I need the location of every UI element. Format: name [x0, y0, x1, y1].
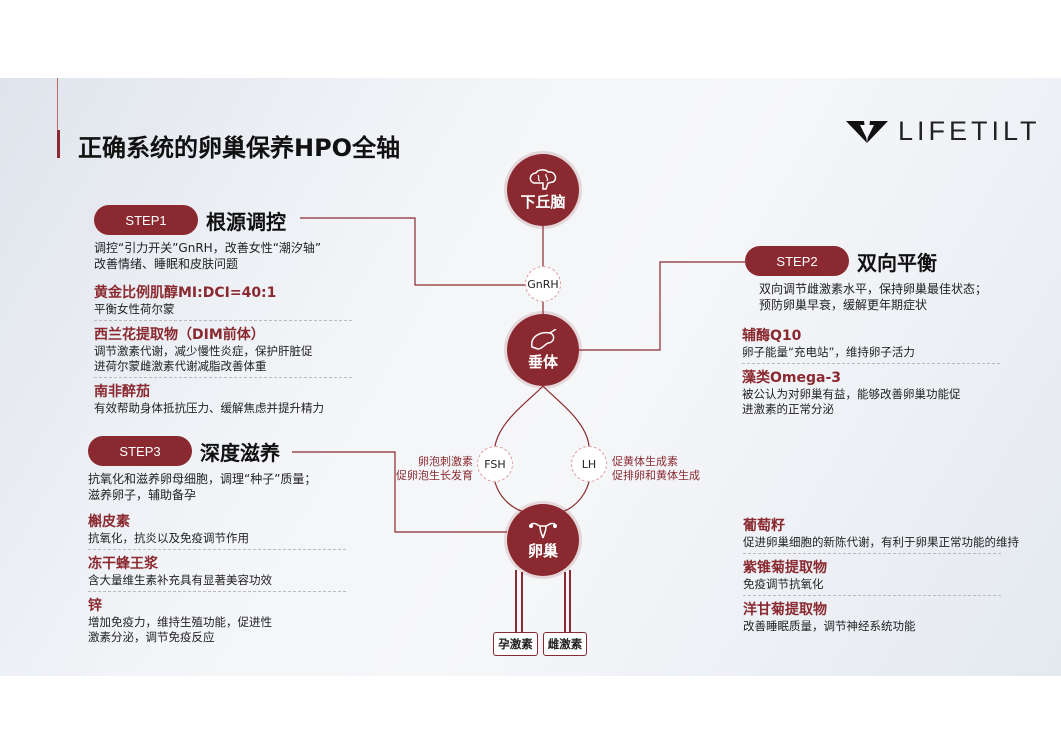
- ingredient-item: 葡萄籽促进卵巢细胞的新陈代谢，有利于卵果正常功能的维持: [743, 517, 1019, 554]
- ovary-output-lines: [515, 570, 571, 632]
- step2-section: STEP2 双向平衡 双向调节雌激素水平，保持卵巢最佳状态； 预防卵巢早衰，缓解更年…: [742, 246, 1000, 425]
- hypothalamus-label: 下丘脑: [520, 192, 566, 211]
- ingredient-desc: 有效帮助身体抵抗压力、缓解焦虑并提升精力: [94, 401, 324, 415]
- ingredient-item: 南非醉茄有效帮助身体抵抗压力、缓解焦虑并提升精力: [94, 383, 352, 419]
- gnrh-label: GnRH: [527, 277, 559, 291]
- ingredient-name: 辅酶Q10: [742, 328, 802, 344]
- ingredient-name: 洋甘菊提取物: [743, 602, 827, 618]
- pituitary-icon: [531, 328, 557, 350]
- step1-connector: [300, 217, 525, 286]
- desc-line: 双向调节雌激素水平，保持卵巢最佳状态；: [759, 282, 988, 296]
- ingredient-item: 紫锥菊提取物免疫调节抗氧化: [743, 559, 1001, 596]
- desc-line: 改善情绪、睡眠和皮肤问题: [94, 257, 239, 271]
- ingredient-desc: 调节激素代谢，减少慢性炎症，保护肝脏促: [94, 344, 313, 358]
- ingredient-item: 槲皮素抗氧化，抗炎以及免疫调节作用: [88, 513, 346, 550]
- ingredient-name: 紫锥菊提取物: [743, 560, 827, 576]
- ingredient-name: 冻干蜂王浆: [88, 556, 158, 572]
- fsh-desc-line: 卵泡刺激素: [418, 455, 473, 468]
- logo-text: LIFETILT: [898, 116, 1041, 146]
- page-title: 正确系统的卵巢保养HPO全轴: [78, 134, 401, 162]
- ovary-node: 卵巢: [507, 504, 579, 576]
- ingredient-name: 槲皮素: [88, 514, 130, 530]
- estrogen-box: 雌激素: [543, 632, 587, 656]
- step2-title: 双向平衡: [857, 250, 937, 275]
- fsh-ovary-line: [494, 481, 526, 513]
- lh-description: 促黄体生成素 促排卵和黄体生成: [612, 455, 700, 483]
- step2-description: 双向调节雌激素水平，保持卵巢最佳状态； 预防卵巢早衰，缓解更年期症状: [759, 281, 1000, 313]
- step2-pill: STEP2: [745, 246, 849, 276]
- hypothalamus-node: 下丘脑: [507, 154, 579, 226]
- fsh-node: FSH: [477, 446, 513, 482]
- ingredient-name: 锌: [88, 598, 102, 614]
- ingredient-desc: 进荷尔蒙雌激素代谢减脂改善体重: [94, 359, 267, 373]
- ingredient-desc: 抗氧化，抗炎以及免疫调节作用: [88, 531, 249, 545]
- desc-line: 抗氧化和滋养卵母细胞，调理“种子”质量；: [88, 472, 317, 486]
- step3-connector: [292, 451, 507, 533]
- step1-pill: STEP1: [94, 205, 198, 235]
- fsh-label: FSH: [484, 457, 506, 471]
- progesterone-box: 孕激素: [493, 632, 538, 656]
- step3-title: 深度滋养: [200, 440, 280, 465]
- ingredient-name: 藻类Omega-3: [742, 370, 842, 386]
- logo-icon: [846, 120, 888, 143]
- ingredient-item: 锌增加免疫力，维持生殖功能，促进性激素分泌，调节免疫反应: [88, 597, 346, 648]
- ingredient-item: 冻干蜂王浆含大量维生素补充具有显著美容功效: [88, 555, 346, 592]
- lh-desc-line: 促排卵和黄体生成: [612, 469, 700, 482]
- title-accent-bar: [57, 130, 60, 158]
- step1-description: 调控“引力开关”GnRH，改善女性“潮汐轴” 改善情绪、睡眠和皮肤问题: [94, 240, 352, 272]
- ingredient-name: 南非醉茄: [94, 384, 150, 400]
- ovary-label: 卵巢: [527, 541, 558, 560]
- title-accent-line: [57, 78, 58, 158]
- lh-ovary-line: [560, 481, 590, 513]
- logo: LIFETILT: [846, 116, 1041, 147]
- pituitary-fsh-line: [494, 385, 544, 447]
- fsh-desc-line: 促卵泡生长发育: [396, 469, 473, 482]
- step2-connector: [579, 261, 745, 351]
- pituitary-lh-line: [542, 385, 590, 447]
- lh-node: LH: [571, 446, 607, 482]
- ingredient-desc: 增加免疫力，维持生殖功能，促进性: [88, 615, 272, 629]
- pituitary-node: 垂体: [507, 314, 579, 386]
- ingredient-desc: 激素分泌，调节免疫反应: [88, 630, 215, 644]
- right-ingredients: 葡萄籽促进卵巢细胞的新陈代谢，有利于卵果正常功能的维持 紫锥菊提取物免疫调节抗氧…: [743, 517, 1019, 642]
- step3-description: 抗氧化和滋养卵母细胞，调理“种子”质量； 滋养卵子，辅助备孕: [88, 471, 346, 503]
- ingredient-name: 黄金比例肌醇MI:DCI=40:1: [94, 285, 277, 301]
- step3-pill: STEP3: [88, 436, 192, 466]
- brain-icon: [529, 168, 557, 190]
- ingredient-desc: 平衡女性荷尔蒙: [94, 302, 175, 316]
- ingredient-name: 葡萄籽: [743, 518, 785, 534]
- step1-title: 根源调控: [206, 209, 286, 234]
- ingredient-desc: 进激素的正常分泌: [742, 402, 834, 416]
- lh-desc-line: 促黄体生成素: [612, 455, 678, 468]
- ingredient-desc: 促进卵巢细胞的新陈代谢，有利于卵果正常功能的维持: [743, 535, 1019, 549]
- lh-label: LH: [581, 457, 597, 471]
- desc-line: 调控“引力开关”GnRH，改善女性“潮汐轴”: [94, 241, 322, 255]
- ingredient-desc: 被公认为对卵巢有益，能够改善卵巢功能促: [742, 387, 961, 401]
- ingredient-name: 西兰花提取物（DIM前体）: [94, 327, 265, 343]
- desc-line: 滋养卵子，辅助备孕: [88, 488, 197, 502]
- desc-line: 预防卵巢早衰，缓解更年期症状: [759, 298, 928, 312]
- fsh-description: 卵泡刺激素 促卵泡生长发育: [396, 455, 473, 483]
- pituitary-label: 垂体: [527, 352, 558, 371]
- step1-section: STEP1 根源调控 调控“引力开关”GnRH，改善女性“潮汐轴” 改善情绪、睡眠和…: [94, 205, 352, 424]
- ingredient-desc: 免疫调节抗氧化: [743, 577, 824, 591]
- ingredient-desc: 改善睡眠质量，调节神经系统功能: [743, 619, 916, 633]
- ingredient-item: 西兰花提取物（DIM前体）调节激素代谢，减少慢性炎症，保护肝脏促进荷尔蒙雌激素代…: [94, 326, 352, 378]
- uterus-icon: [529, 522, 557, 538]
- ingredient-desc: 卵子能量“充电站”，维持卵子活力: [742, 345, 915, 359]
- ingredient-item: 洋甘菊提取物改善睡眠质量，调节神经系统功能: [743, 601, 1001, 637]
- ingredient-desc: 含大量维生素补充具有显著美容功效: [88, 573, 272, 587]
- gnrh-node: GnRH: [525, 266, 561, 302]
